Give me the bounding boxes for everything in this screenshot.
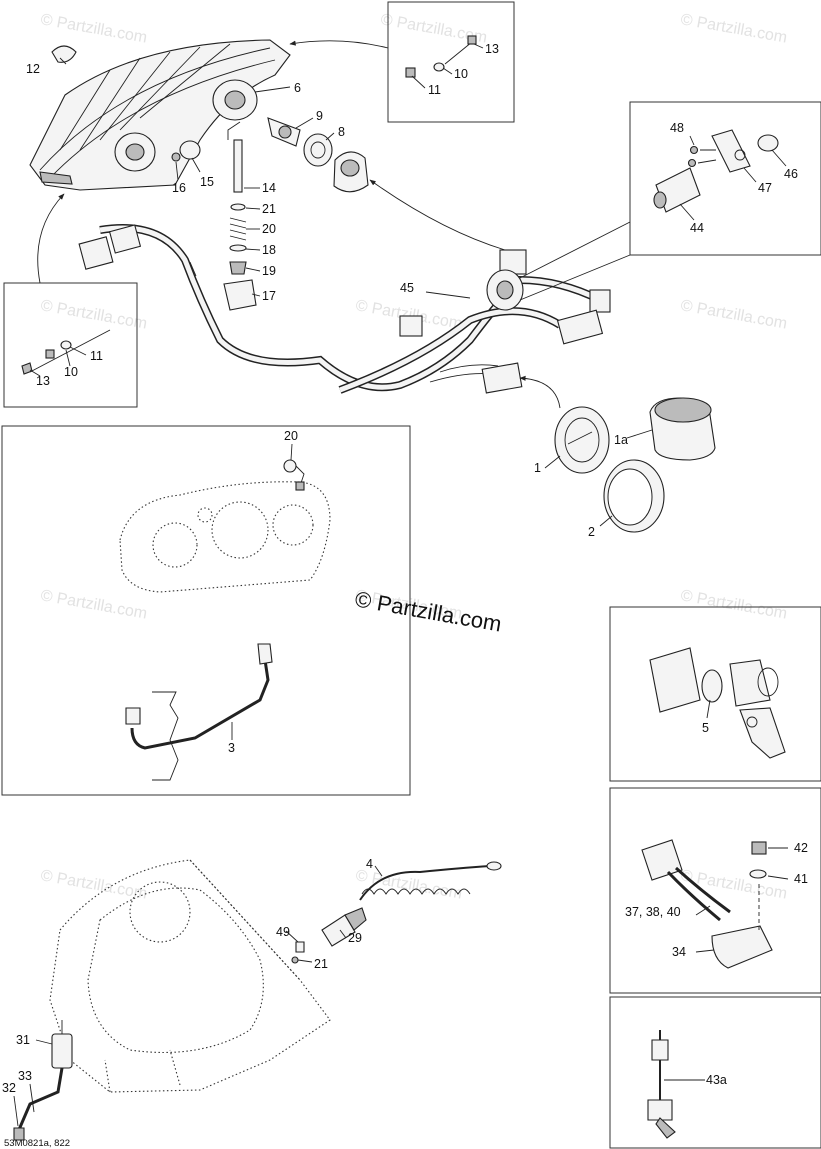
callout-46: 46 (784, 167, 798, 181)
temp-sensor-31 (13, 1020, 73, 1141)
callout-13: 14 (262, 181, 276, 195)
callout-arrows (37, 40, 631, 409)
inset-box-hardware-top (387, 1, 515, 123)
inset-box-relay (629, 101, 821, 256)
callout-15: 16 (172, 181, 186, 195)
bushing-14 (179, 140, 201, 160)
harness-3 (125, 643, 273, 781)
gauge-1 (554, 406, 610, 474)
bulb-socket-21 (283, 459, 305, 491)
inset-box-hardware-left (3, 282, 138, 408)
bezel-ring-2 (603, 459, 665, 533)
callout-8: 9 (316, 109, 323, 123)
callout-12-top: 13 (485, 42, 499, 56)
callout-17: 18 (262, 243, 276, 257)
callout-42: 43a (706, 1073, 727, 1087)
callout-3: 3 (228, 741, 235, 755)
inset-box-ignition (609, 606, 821, 782)
nut-10-top (405, 67, 416, 78)
module-34 (641, 839, 773, 969)
watermark-tile: © Partzilla.com (679, 587, 788, 622)
boot-cap (333, 151, 369, 193)
callout-32: 32 (2, 1081, 16, 1095)
callout-49: 49 (276, 925, 290, 939)
callout-4: 4 (366, 857, 373, 871)
sensor-4 (321, 861, 502, 947)
drawing-code: 53M0821a, 822 (4, 1138, 70, 1149)
callout-11: 12 (26, 62, 40, 76)
inset-box-probe (609, 996, 821, 1149)
inset-box-module (609, 787, 821, 994)
callout-18: 19 (262, 264, 276, 278)
callout-37-38-40: 37, 38, 40 (625, 905, 681, 919)
callout-47: 47 (758, 181, 772, 195)
wiring-harness-43a (78, 224, 611, 394)
callout-31: 31 (16, 1033, 30, 1047)
callout-1a: 1a (614, 433, 628, 447)
callout-34: 34 (672, 945, 686, 959)
headlamp-assembly (29, 39, 291, 191)
leader-lines (13, 43, 789, 1127)
callout-7: 8 (338, 125, 345, 139)
callout-21: 20 (284, 429, 298, 443)
instrument-cluster-outline (119, 481, 331, 593)
fastener-49 (291, 941, 305, 964)
cowl-outline (49, 859, 331, 1093)
callout-5: 6 (294, 81, 301, 95)
callout-30: 29 (348, 931, 362, 945)
callout-14: 15 (200, 175, 214, 189)
callout-10-top: 11 (428, 83, 441, 97)
callout-1: 1 (534, 461, 541, 475)
callout-6: 5 (702, 721, 709, 735)
bulb-8 (267, 117, 301, 147)
callout-33: 33 (18, 1069, 32, 1083)
callout-2: 2 (588, 525, 595, 539)
adjuster-stack (223, 121, 257, 311)
callout-10-left: 11 (90, 349, 103, 363)
ignition-switch-6 (649, 647, 786, 759)
callout-43a: 45 (400, 281, 414, 295)
callout-41: 41 (794, 872, 808, 886)
callout-48: 48 (670, 121, 684, 135)
watermark-tile: © Partzilla.com (679, 11, 788, 46)
seal-7 (303, 133, 333, 167)
callout-16: 17 (262, 289, 276, 303)
center-watermark: © Partzilla.com (353, 586, 503, 636)
callout-44: 42 (794, 841, 808, 855)
nut-15 (171, 152, 181, 162)
screw-12-top (444, 35, 477, 65)
watermark-tile: © Partzilla.com (39, 867, 148, 902)
callout-19: 20 (262, 222, 276, 236)
relay-parts (653, 129, 779, 213)
watermark-tile: © Partzilla.com (39, 297, 148, 332)
hardware-left (21, 329, 111, 375)
watermark-tile: © Partzilla.com (39, 587, 148, 622)
callout-12-left: 13 (36, 374, 50, 388)
washer-9-top (433, 62, 445, 72)
callout-9-left: 10 (64, 365, 78, 379)
callout-29: 21 (314, 957, 328, 971)
inset-box-cluster (1, 425, 411, 796)
callout-20: 21 (262, 202, 276, 216)
gauge-cover-1a (649, 397, 716, 461)
probe-42 (647, 1030, 676, 1139)
callout-45: 44 (690, 221, 704, 235)
watermark-tile: © Partzilla.com (39, 11, 148, 46)
callout-labels: 6 12 13 10 11 9 8 14 21 20 18 19 17 15 1… (2, 42, 808, 1095)
callout-9-top: 10 (454, 67, 468, 81)
watermark-tile: © Partzilla.com (679, 297, 788, 332)
retaining-clip-11 (51, 45, 77, 63)
